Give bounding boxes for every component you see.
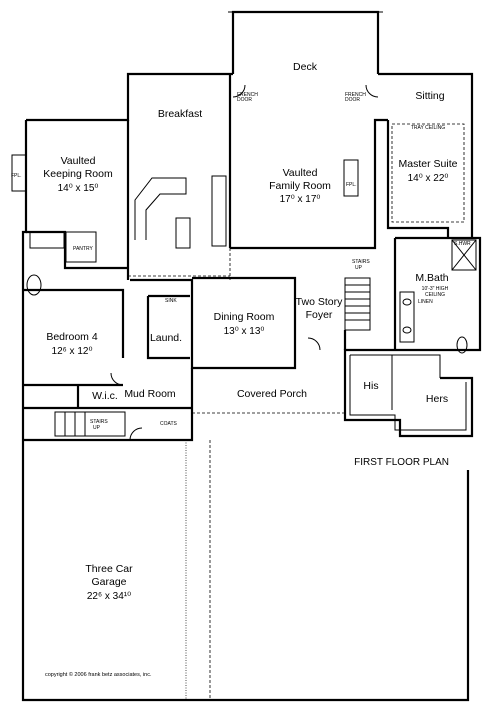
garage-dims: 22⁶ x 34¹⁰ bbox=[87, 591, 131, 602]
wall-family-bottom bbox=[230, 118, 388, 250]
mud-stairs-box bbox=[54, 411, 126, 437]
linen-note: LINEN bbox=[418, 299, 433, 305]
mbath-ceiling-2: CEILING bbox=[425, 292, 445, 298]
shower bbox=[451, 239, 477, 271]
wall-garage-top bbox=[23, 420, 194, 442]
plan-title: FIRST FLOOR PLAN bbox=[354, 457, 449, 468]
wall-garage bbox=[21, 440, 470, 702]
copyright-notice: copyright © 2006 frank betz associates, … bbox=[45, 671, 152, 678]
dining-dims: 13⁰ x 13⁰ bbox=[224, 326, 265, 337]
detail-lines bbox=[11, 73, 477, 700]
hers-label: Hers bbox=[426, 393, 448, 405]
laundry-label: Laund. bbox=[150, 332, 182, 344]
deck-label: Deck bbox=[293, 61, 318, 73]
stairs-foyer-1: STAIRS bbox=[352, 259, 370, 265]
stairs-foyer-2: UP bbox=[355, 265, 363, 271]
garage-label-1: Three Car bbox=[85, 563, 133, 575]
family-label-2: Family Room bbox=[269, 180, 331, 192]
french-door-left-2: DOOR bbox=[237, 97, 252, 103]
sink-right bbox=[402, 326, 412, 334]
family-label-1: Vaulted bbox=[283, 167, 318, 179]
kitchen-counter bbox=[134, 177, 187, 240]
foyer-label-2: Foyer bbox=[306, 309, 333, 321]
family-dims: 17⁰ x 17⁰ bbox=[280, 194, 321, 205]
shower-note: S.HWR bbox=[454, 241, 471, 247]
stairs-mud-1: STAIRS bbox=[90, 419, 108, 425]
sink-note: SINK bbox=[165, 298, 177, 304]
stairs-mud-2: UP bbox=[93, 425, 101, 431]
foyer-label-1: Two Story bbox=[296, 296, 343, 308]
pantry-box bbox=[65, 231, 97, 263]
foyer-stairs-box bbox=[344, 277, 371, 331]
toilet bbox=[456, 336, 468, 354]
french-door-right bbox=[365, 84, 379, 98]
foyer-door bbox=[307, 337, 321, 351]
french-door-left-1: FRENCH bbox=[237, 92, 258, 98]
garage-door-swing bbox=[129, 427, 143, 441]
wall-bedroom-top bbox=[23, 288, 125, 358]
kitchen-island bbox=[175, 217, 191, 249]
mbath-ceiling-1: 10'-3" HIGH bbox=[422, 286, 449, 292]
wall-suite bbox=[386, 120, 450, 238]
mbath-label: M.Bath bbox=[415, 272, 448, 284]
garage-label-2: Garage bbox=[91, 576, 126, 588]
wall-upper-right bbox=[378, 72, 474, 238]
sitting-label: Sitting bbox=[415, 90, 444, 102]
master-suite-label: Master Suite bbox=[399, 158, 458, 170]
foyer-stairs bbox=[344, 277, 371, 331]
interior-walls bbox=[23, 74, 472, 420]
closet-inner bbox=[350, 354, 441, 378]
vanity bbox=[399, 291, 415, 343]
french-door-left bbox=[232, 84, 246, 98]
bedroom4-dims: 12⁶ x 12⁰ bbox=[52, 346, 93, 357]
breakfast-label: Breakfast bbox=[158, 108, 202, 120]
mud-stairs bbox=[54, 411, 126, 437]
wic-label: W.i.c. bbox=[92, 390, 118, 402]
shower-x bbox=[451, 239, 477, 271]
labels: Deck Breakfast Sitting Vaulted Keeping R… bbox=[11, 61, 471, 678]
keeping-fireplace bbox=[11, 154, 27, 192]
keeping-dims: 14⁰ x 15⁰ bbox=[58, 183, 99, 194]
covered-porch-label: Covered Porch bbox=[237, 388, 307, 400]
master-suite-dims: 14⁰ x 22⁰ bbox=[408, 173, 449, 184]
wall-dining bbox=[130, 276, 297, 370]
keeping-label-2: Keeping Room bbox=[43, 168, 113, 180]
keeping-label-1: Vaulted bbox=[61, 155, 96, 167]
wall-closets bbox=[343, 348, 474, 438]
kitchen-wall-counter bbox=[211, 175, 227, 247]
tray-ceiling-note: TRAY CEILING bbox=[411, 125, 445, 131]
dining-label: Dining Room bbox=[214, 311, 275, 323]
family-fireplace bbox=[343, 159, 359, 197]
tray-ceiling-outline bbox=[391, 123, 465, 223]
french-door-right-2: DOOR bbox=[345, 97, 360, 103]
pantry-note: PANTRY bbox=[73, 246, 93, 252]
closet-inner-2 bbox=[349, 355, 467, 431]
bathtub bbox=[29, 231, 65, 249]
wall-right-bath bbox=[440, 236, 482, 352]
fpl-family-note: FPL. bbox=[346, 182, 357, 188]
sink-left bbox=[402, 298, 412, 306]
mud-room-label: Mud Room bbox=[124, 388, 176, 400]
fpl-keeping-note: FPL. bbox=[11, 173, 22, 179]
tub-oval bbox=[26, 274, 42, 296]
bedroom-door bbox=[110, 372, 124, 386]
french-door-right-1: FRENCH bbox=[345, 92, 366, 98]
bedroom4-label: Bedroom 4 bbox=[46, 331, 98, 343]
coats-note: COATS bbox=[160, 421, 178, 427]
wall-laundry bbox=[146, 296, 190, 360]
his-label: His bbox=[363, 380, 378, 392]
